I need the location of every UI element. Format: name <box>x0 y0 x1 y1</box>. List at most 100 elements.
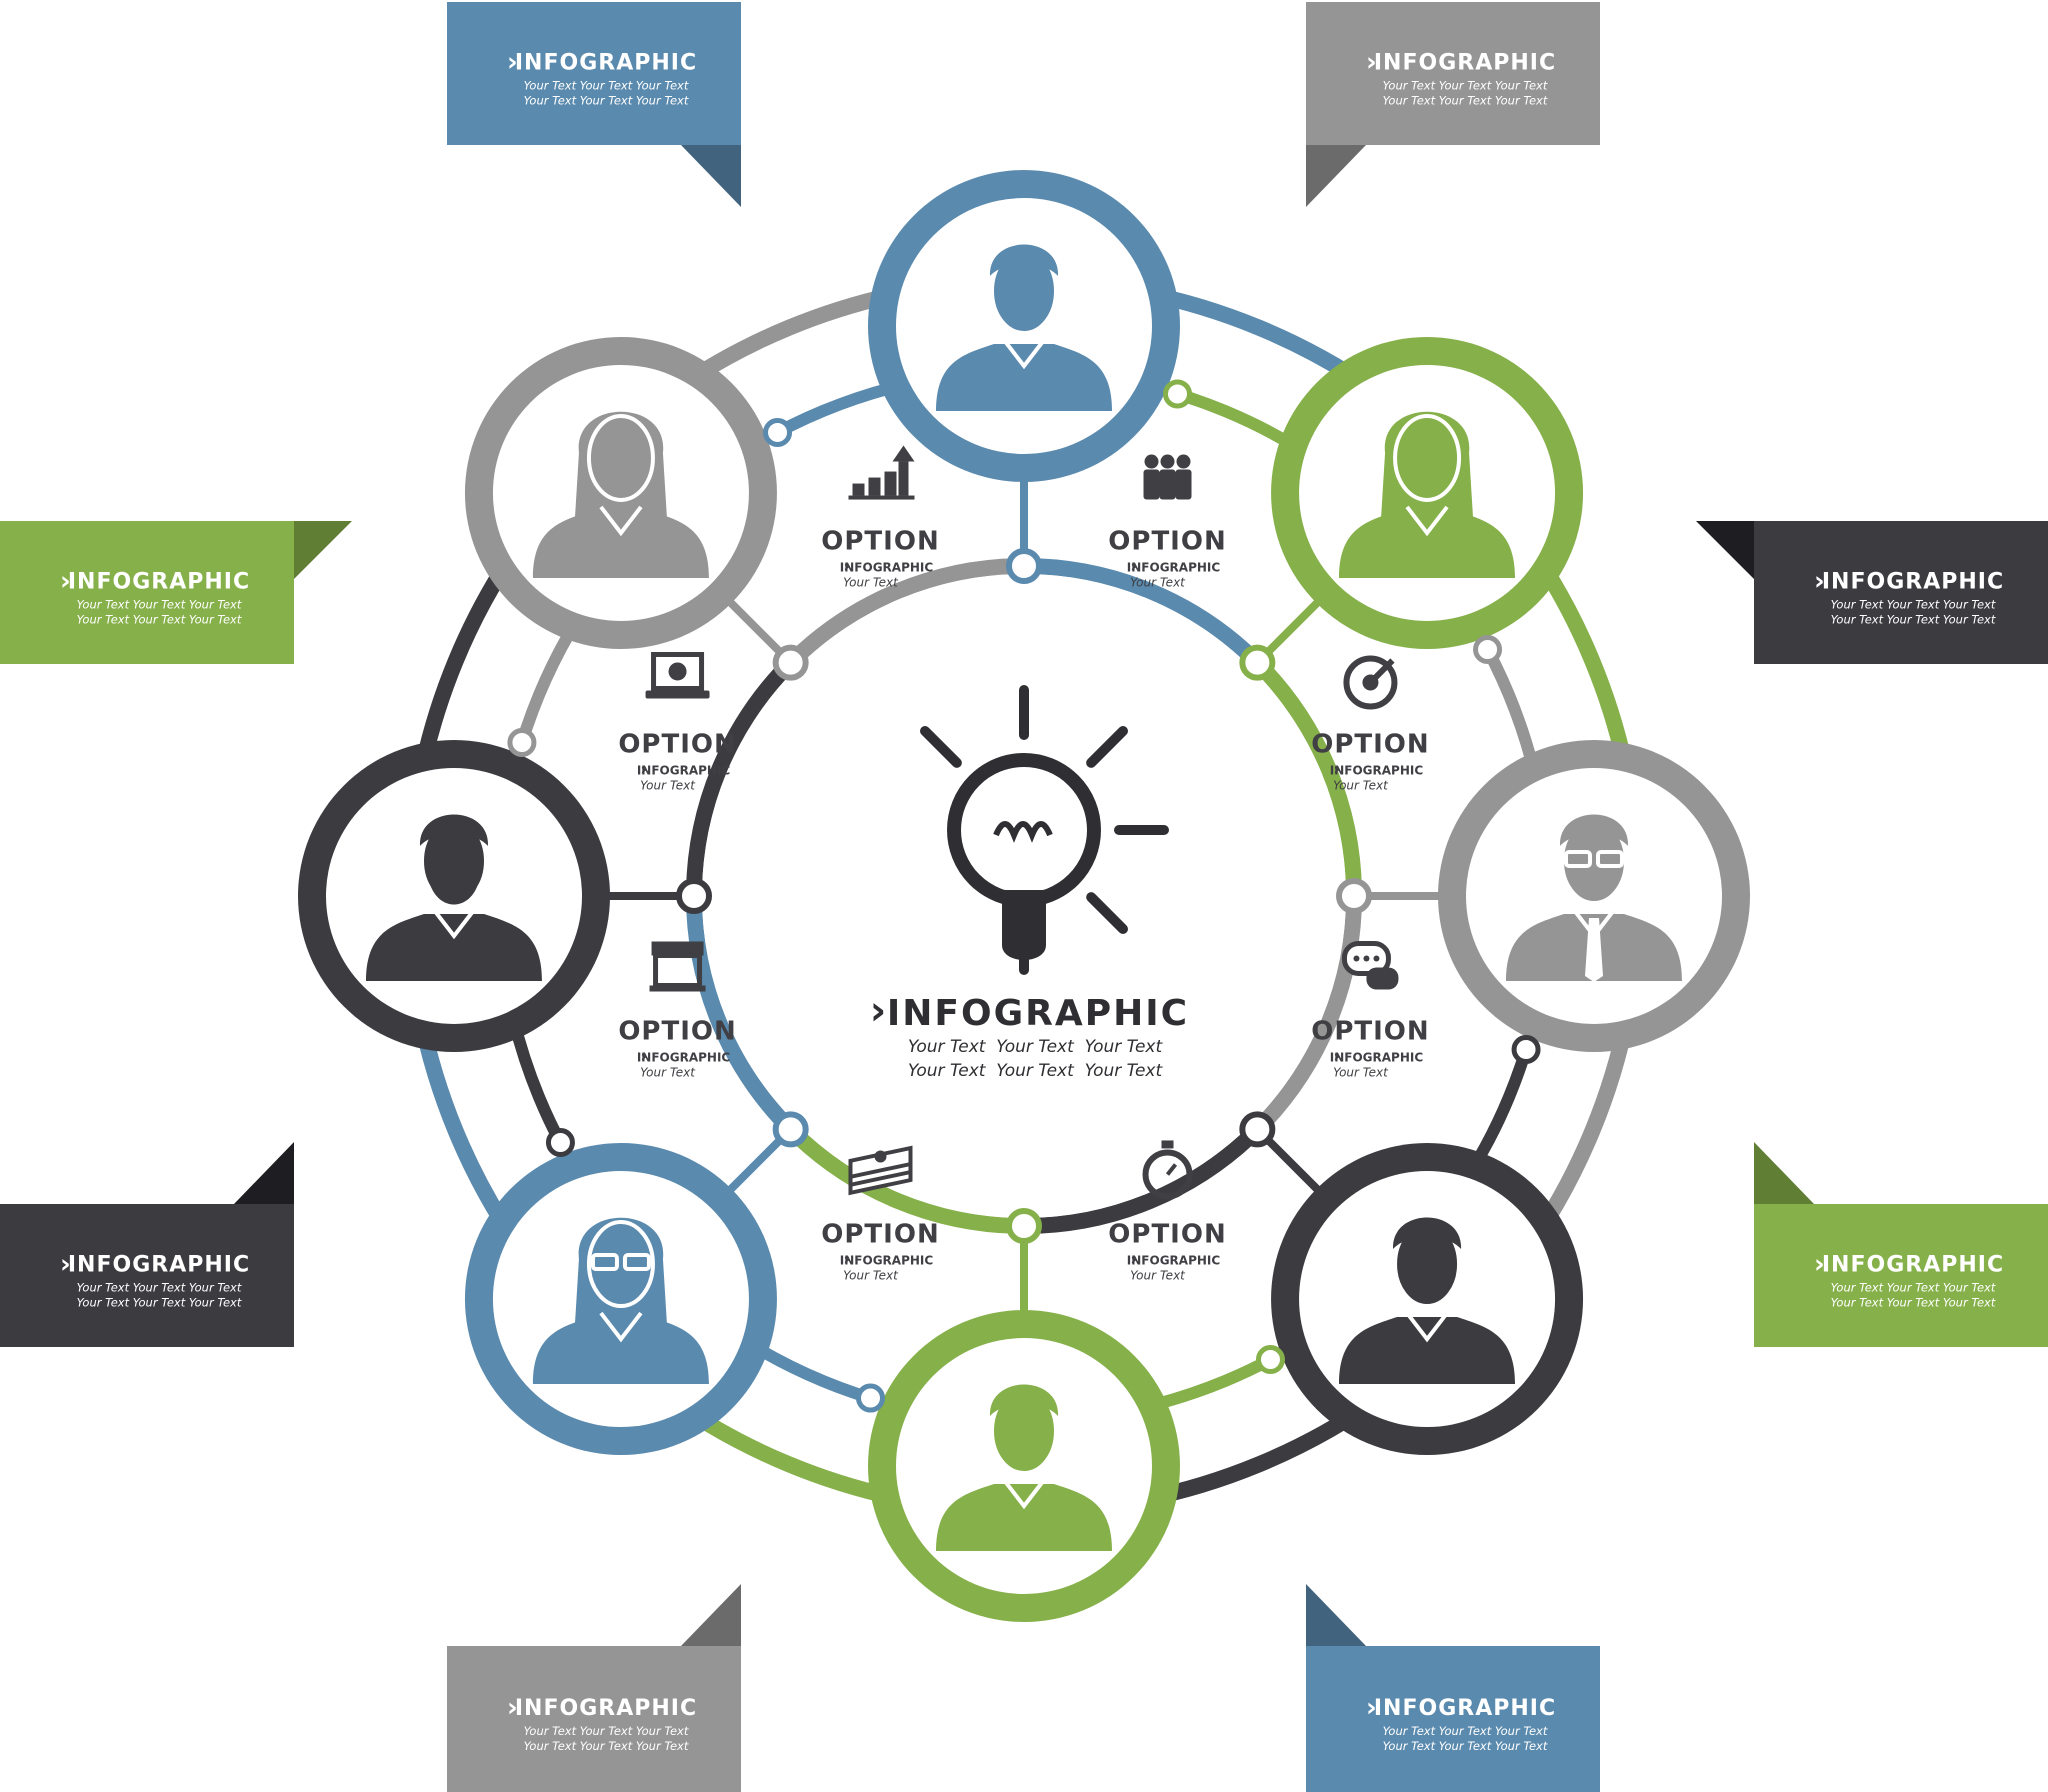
person-node[interactable] <box>868 170 1180 482</box>
option-title: OPTION <box>618 729 736 759</box>
option-text: Your Text <box>843 1268 899 1282</box>
option-title: OPTION <box>1108 1219 1226 1249</box>
avatar-body <box>936 344 1112 411</box>
callout-arrow-icon: › <box>1366 48 1377 78</box>
inner-ring-segment <box>785 1123 1025 1234</box>
callout-arrow-icon: › <box>1814 1250 1825 1280</box>
man-glasses-tie-avatar-icon <box>1506 814 1682 982</box>
option-label: INFOGRAPHIC <box>1330 1051 1424 1065</box>
callout-box <box>1306 1646 1600 1792</box>
person-node[interactable] <box>1271 336 1584 649</box>
chat-bubble-back <box>1366 967 1399 990</box>
person-node[interactable] <box>298 740 610 1052</box>
option-text: Your Text <box>1333 1066 1389 1080</box>
option-title: OPTION <box>821 527 939 557</box>
inner-ring-segment <box>1023 558 1264 669</box>
callout-line2: Your Text Your Text Your Text <box>1831 613 1996 627</box>
avatar-beard <box>428 876 480 905</box>
laptop-base <box>645 690 710 699</box>
callout-line2: Your Text Your Text Your Text <box>1383 1739 1548 1753</box>
track-connector-dot <box>1473 635 1503 665</box>
callout-box <box>1754 1204 2048 1347</box>
person-node[interactable] <box>1271 1143 1584 1456</box>
callout-line1: Your Text Your Text Your Text <box>1831 1281 1996 1295</box>
option-arrow-icon: › <box>843 558 849 576</box>
man-avatar-icon <box>936 1384 1112 1551</box>
avatar-body <box>1339 510 1516 578</box>
callout-arrow-icon: › <box>1814 567 1825 597</box>
woman-short-hair-avatar-icon <box>1339 411 1516 578</box>
option-label: INFOGRAPHIC <box>840 561 934 575</box>
option-label: INFOGRAPHIC <box>637 1051 731 1065</box>
option-text: Your Text <box>1130 576 1186 590</box>
avatar-hair <box>1393 1217 1462 1250</box>
callout-title: INFOGRAPHIC <box>515 1696 697 1721</box>
stopwatch-crown <box>1161 1140 1174 1149</box>
option-label: INFOGRAPHIC <box>637 763 731 777</box>
avatar-body <box>532 1317 709 1385</box>
option-label: INFOGRAPHIC <box>840 1253 934 1267</box>
team-head <box>1176 454 1191 469</box>
shop-base <box>649 985 706 992</box>
bulb-ray <box>1086 726 1128 768</box>
team-head <box>1160 454 1175 469</box>
inner-connector-dot <box>1239 644 1276 681</box>
person-node[interactable] <box>1438 740 1750 1052</box>
option-arrow-icon: › <box>1131 1250 1137 1268</box>
inner-connector-dot <box>772 644 809 681</box>
chat-dot <box>1373 955 1380 962</box>
stopwatch-face <box>1142 1149 1193 1200</box>
inner-connector-dot <box>1336 878 1372 914</box>
callout-title: INFOGRAPHIC <box>1374 51 1556 76</box>
shop-storefront-icon <box>649 941 706 992</box>
bulb-base <box>1002 890 1046 960</box>
inner-connector-dot <box>1006 548 1042 584</box>
avatar-hair <box>989 1384 1059 1416</box>
callout-box <box>0 521 294 664</box>
growth-arrow <box>892 445 915 462</box>
option-text: Your Text <box>1130 1268 1186 1282</box>
bulb-ray <box>1086 892 1128 934</box>
callout-line2: Your Text Your Text Your Text <box>77 1296 242 1310</box>
laptop-gear-icon <box>645 651 710 699</box>
bulb-filament <box>993 821 1053 843</box>
callout-title: INFOGRAPHIC <box>515 51 697 76</box>
avatar-glasses <box>1596 850 1624 868</box>
avatar-body <box>366 914 542 981</box>
woman-avatar-icon <box>532 411 709 578</box>
center-arrow-icon: › <box>870 988 886 1034</box>
bulb-ray <box>920 726 962 768</box>
team-body <box>1175 469 1192 500</box>
center-title: INFOGRAPHIC <box>887 993 1189 1034</box>
connector-dot-layer <box>507 379 1541 1413</box>
person-node[interactable] <box>464 1143 777 1456</box>
growth-chart-icon <box>848 445 915 500</box>
callout-fold <box>1306 1584 1366 1646</box>
avatar-glasses <box>590 1253 619 1272</box>
callout-fold <box>681 145 741 207</box>
option-arrow-icon: › <box>1333 1048 1339 1066</box>
track-connector-dot <box>1255 1345 1285 1375</box>
inner-ring-segment <box>1023 1123 1264 1234</box>
person-node[interactable] <box>464 336 777 649</box>
callout-line1: Your Text Your Text Your Text <box>77 1281 242 1295</box>
avatar-hair <box>419 814 489 846</box>
callout-fold <box>234 1142 294 1204</box>
center-subtitle-line2: Your Text Your Text Your Text <box>908 1061 1164 1081</box>
option-label: INFOGRAPHIC <box>1330 763 1424 777</box>
option-text: Your Text <box>843 576 899 590</box>
avatar-head <box>586 1220 655 1309</box>
team-body <box>1159 469 1176 500</box>
person-node[interactable] <box>868 1310 1180 1622</box>
